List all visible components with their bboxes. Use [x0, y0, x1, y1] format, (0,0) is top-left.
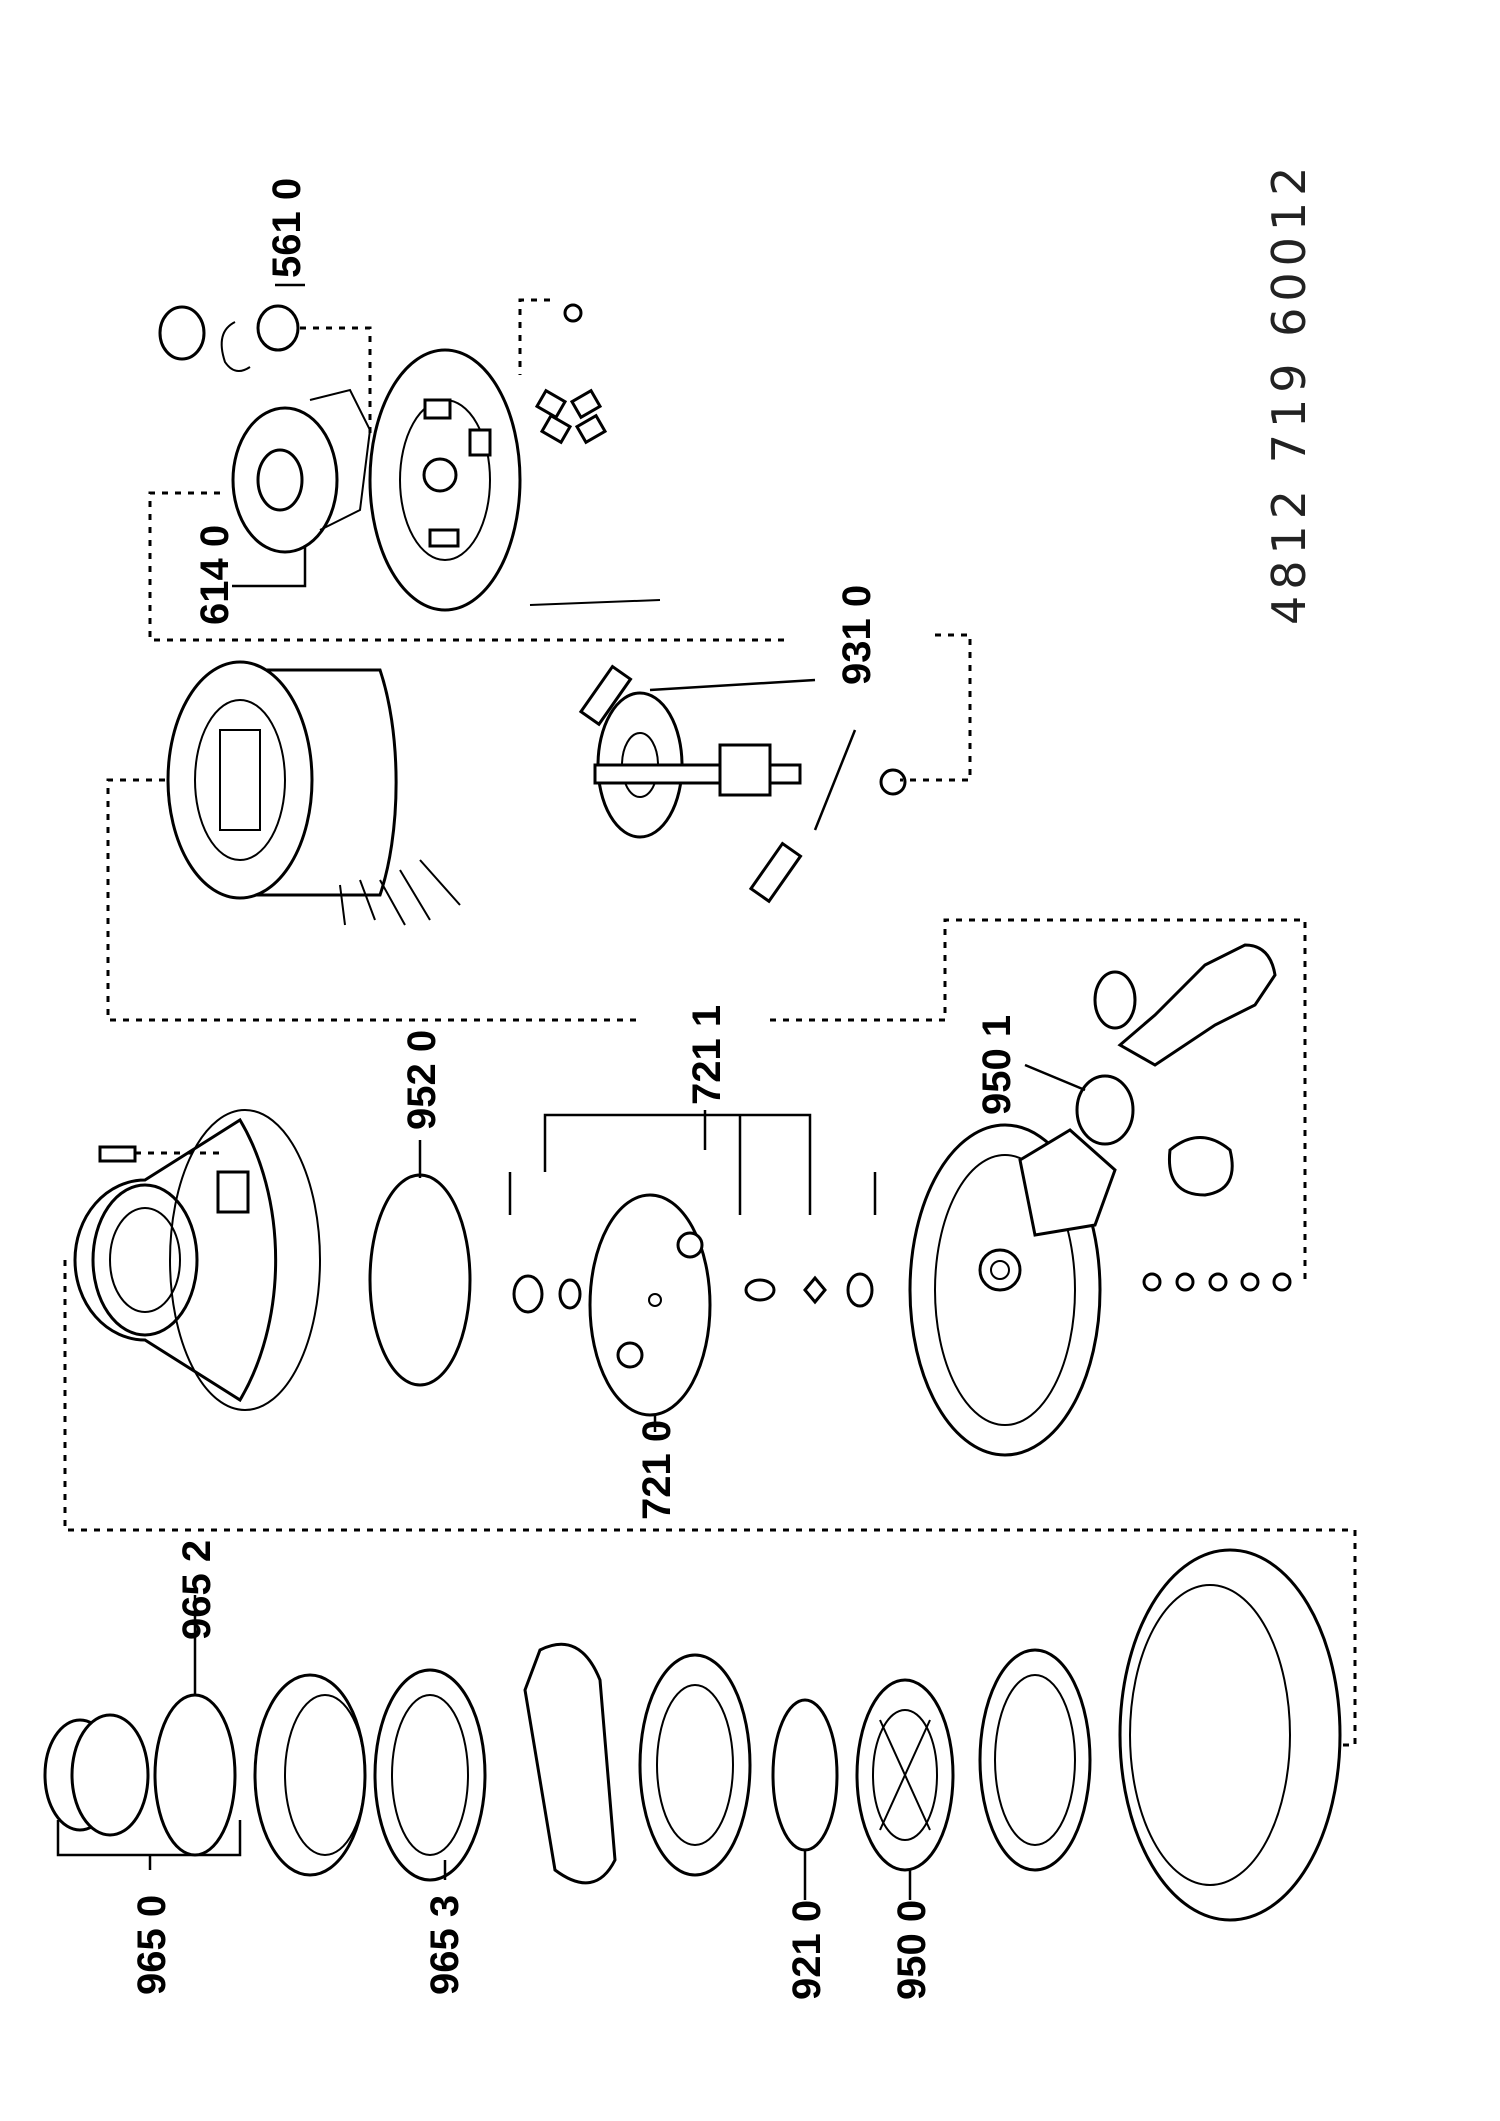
part-small-rings [1142, 1272, 1292, 1292]
callout-952-0: 952 0 [400, 1030, 444, 1130]
part-flange [253, 1673, 367, 1877]
part-small-clips [534, 388, 608, 445]
part-952-0-ring [368, 1173, 472, 1387]
callout-721-1: 721 1 [685, 1005, 729, 1105]
part-561-0 [158, 304, 300, 372]
part-721-0-plate [588, 1193, 712, 1417]
part-721-1-kit [512, 1272, 874, 1314]
part-gasket [1167, 1136, 1234, 1197]
part-965-2-ring [153, 1693, 237, 1857]
part-mounting-ring [638, 1653, 752, 1877]
part-921-0-ring [771, 1698, 839, 1852]
callout-950-0: 950 0 [890, 1900, 934, 2000]
part-rotor [593, 691, 802, 839]
part-end-shield [368, 348, 522, 612]
callout-561-0: 561 0 [265, 178, 309, 278]
callout-921-0: 921 0 [785, 1900, 829, 2000]
leader-lines [56, 283, 1086, 1900]
callout-931-0: 931 0 [835, 585, 879, 685]
part-upper-housing [73, 1109, 321, 1411]
callout-614-0: 614 0 [193, 525, 237, 625]
part-outlet-elbow [1093, 943, 1277, 1067]
part-cover-shell [1118, 1548, 1342, 1922]
callout-965-0: 965 0 [130, 1895, 174, 1995]
callout-965-2: 965 2 [175, 1540, 219, 1640]
part-lower-housing [908, 1123, 1117, 1457]
part-950-1-ring [1075, 1074, 1135, 1146]
assembly-lines [63, 298, 1357, 1747]
callout-721-0: 721 0 [635, 1420, 679, 1520]
part-965-3-gasket [373, 1668, 487, 1882]
callout-950-1: 950 1 [975, 1015, 1019, 1115]
part-support-ring [978, 1648, 1092, 1872]
part-614-0 [231, 388, 372, 554]
callout-965-3: 965 3 [423, 1895, 467, 1995]
part-950-0-baffle [855, 1678, 955, 1872]
part-965-0-stopper [43, 1713, 150, 1837]
part-931-0-brushes [578, 664, 907, 904]
part-backup-ring [523, 1642, 617, 1885]
document-number: 4812 719 60012 [1262, 161, 1316, 625]
part-stator [166, 660, 461, 926]
